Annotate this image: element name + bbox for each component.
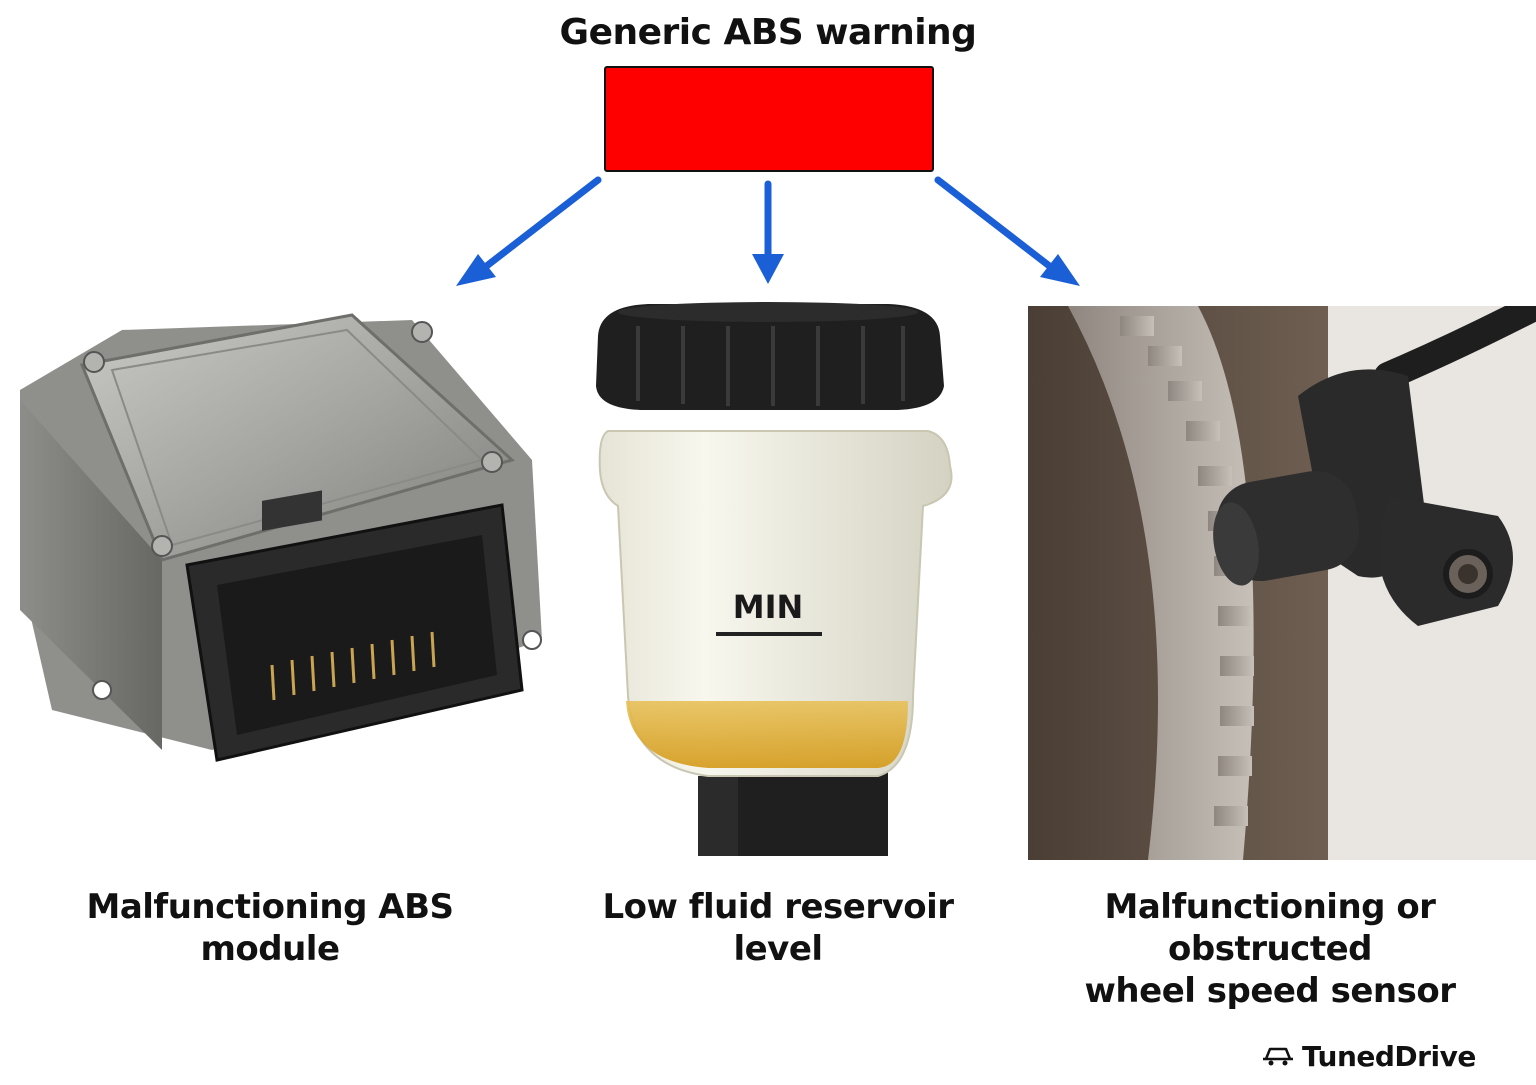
fluid-reservoir-image <box>596 302 953 856</box>
brand-logo: TunedDrive <box>1262 1036 1476 1076</box>
diagram-title: Generic ABS warning <box>559 12 977 53</box>
arrow-center-head <box>752 254 784 284</box>
caption-wheel-speed-sensor: Malfunctioning or obstructed wheel speed… <box>1016 886 1524 1012</box>
min-marking: MIN <box>732 588 804 626</box>
brand-name: TunedDrive <box>1302 1039 1476 1073</box>
warning-indicator <box>604 66 934 172</box>
arrow-left-head <box>456 254 496 286</box>
car-icon <box>1263 1047 1293 1066</box>
caption-fluid-reservoir: Low fluid reservoir level <box>602 887 954 969</box>
arrow-right-head <box>1040 254 1080 286</box>
wheel-speed-sensor-image <box>1028 306 1536 860</box>
arrow-right <box>934 176 1056 272</box>
caption-abs-module: Malfunctioning ABS module <box>86 887 454 969</box>
abs-module-image <box>20 313 542 762</box>
caption-wheel-speed-sensor-line1: Malfunctioning or obstructed <box>1104 887 1436 969</box>
arrow-left <box>480 176 602 272</box>
caption-wheel-speed-sensor-line2: wheel speed sensor <box>1084 971 1456 1011</box>
